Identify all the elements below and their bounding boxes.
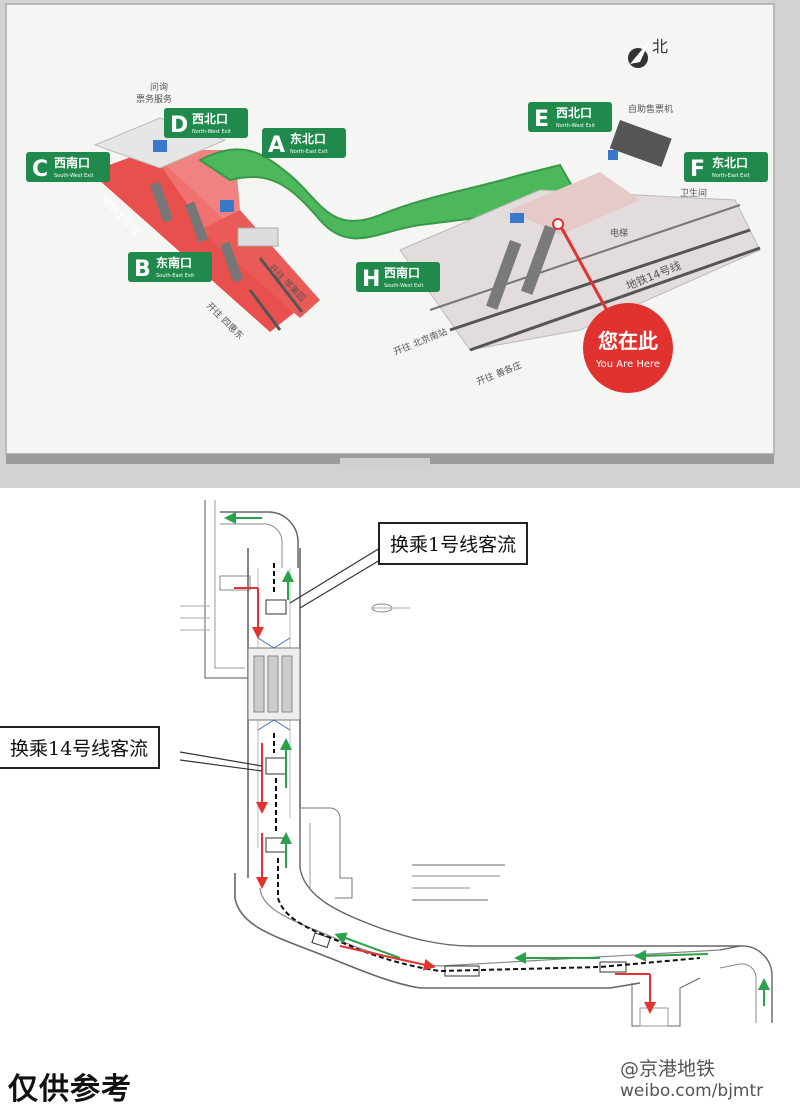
you-are-here-cn: 您在此 <box>598 329 658 353</box>
exit-letter: B <box>134 257 151 282</box>
exit-letter: F <box>690 157 705 182</box>
exit-letter: D <box>170 113 188 138</box>
exit-subtitle: North-West Exit <box>556 123 595 129</box>
exit-letter: C <box>32 157 48 182</box>
exit-name: 东北口 <box>290 131 326 146</box>
callout-line1-transfer: 换乘1号线客流 <box>378 522 529 565</box>
watermark-url: weibo.com/bjmtr <box>620 1081 764 1101</box>
exit-name: 西北口 <box>192 111 228 126</box>
exit-sign-a: A 东北口 North-East Exit <box>262 128 346 158</box>
exit-name: 西北口 <box>556 105 592 120</box>
service-label: 问询 <box>150 81 168 93</box>
watermark-account: @京港地铁 <box>620 1058 716 1080</box>
exit-subtitle: North-West Exit <box>192 129 231 135</box>
gate-box <box>265 757 287 775</box>
watermark: @京港地铁 weibo.com/bjmtr <box>620 1058 763 1102</box>
exit-subtitle: South-West Exit <box>384 283 424 289</box>
service-label: 电梯 <box>610 227 628 239</box>
exit-letter: A <box>268 133 285 158</box>
exit-name: 西南口 <box>384 265 420 280</box>
north-compass-icon <box>628 40 650 68</box>
exit-sign-h: H 西南口 South-West Exit <box>356 262 440 292</box>
exit-name: 东南口 <box>156 255 192 270</box>
callout-line14-transfer: 换乘14号线客流 <box>0 726 161 769</box>
exit-name: 东北口 <box>712 155 748 170</box>
gate-box <box>265 837 287 853</box>
you-are-here-en: You Are Here <box>595 359 660 370</box>
exit-subtitle: South-East Exit <box>156 273 194 279</box>
exit-letter: H <box>362 267 380 292</box>
exit-name: 西南口 <box>54 155 90 170</box>
north-label: 北 <box>652 37 668 56</box>
station-map-photo: 您在此 You Are Here 北 地铁1号线 地铁14号线 开往 四惠东 开… <box>0 0 800 488</box>
reference-note: 仅供参考 <box>8 1072 132 1107</box>
exit-sign-c: C 西南口 South-West Exit <box>26 152 110 182</box>
exit-subtitle: North-East Exit <box>290 149 328 155</box>
service-label: 自助售票机 <box>628 103 673 115</box>
exit-sign-f: F 东北口 North-East Exit <box>684 152 768 182</box>
gate-box <box>265 599 287 615</box>
exit-subtitle: South-West Exit <box>54 173 94 179</box>
exit-subtitle: North-East Exit <box>712 173 750 179</box>
service-label: 卫生间 <box>680 187 707 199</box>
exit-sign-b: B 东南口 South-East Exit <box>128 252 212 282</box>
you-are-here-marker <box>583 303 673 393</box>
service-label: 票务服务 <box>136 93 172 105</box>
exit-letter: E <box>534 107 549 132</box>
exit-sign-e: E 西北口 North-West Exit <box>528 102 612 132</box>
exit-sign-d: D 西北口 North-West Exit <box>164 108 248 138</box>
